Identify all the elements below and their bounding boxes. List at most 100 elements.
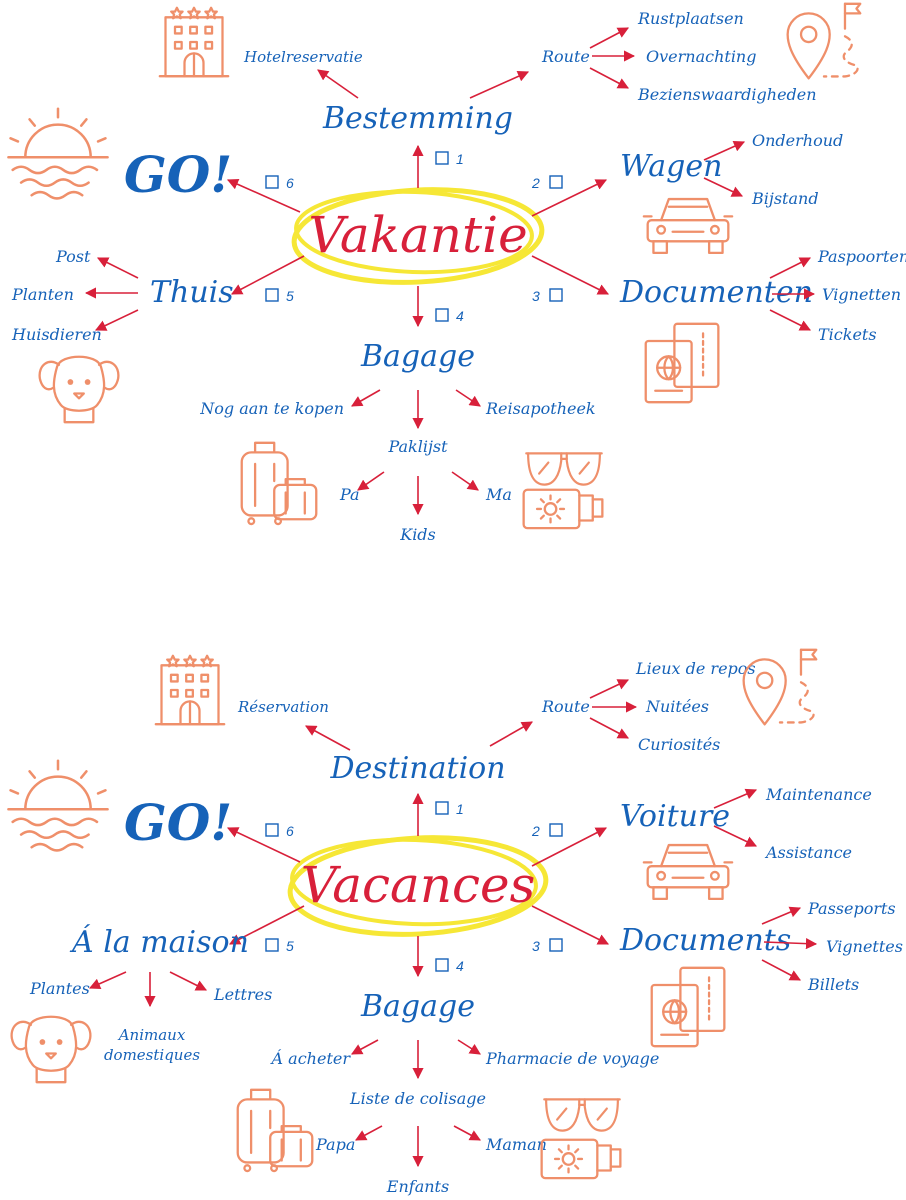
thuis-item: Planten [11,285,74,304]
mind-map-2: Vacances 1 2 3 4 5 6 GO! Destination Rés… [7,648,903,1196]
thuis-item: Huisdieren [11,325,102,344]
car-icon [642,843,734,901]
bagage-left: Á acheter [270,1048,352,1068]
svg-text:5: 5 [286,288,294,304]
svg-text:2: 2 [531,175,540,191]
sunset-icon [7,759,109,852]
center-highlight [291,187,545,285]
center-title: Vakantie [308,206,527,264]
map-route-icon [786,2,862,80]
maison-item: domestiques [104,1046,200,1064]
svg-text:4: 4 [456,308,464,324]
documenten-item: Vignetten [822,285,901,304]
bagage-title: Bagage [360,339,475,374]
paklijst-item: Ma [485,485,512,504]
paklijst-item: Kids [399,525,436,544]
hotel-icon [154,654,226,726]
go-title: GO! [124,145,232,204]
route-item: Curiosités [638,735,720,754]
luggage-icon [236,1088,314,1173]
voiture-item: Assistance [764,843,852,862]
arrows-center [226,792,610,978]
voiture-item: Maintenance [765,785,872,804]
dog-icon [38,355,120,424]
branch-maison: Á la maison Plantes Lettres Animaux dome… [29,924,272,1064]
destination-title: Destination [329,751,505,786]
svg-text:5: 5 [286,938,294,954]
documents-title: Documents [619,923,791,958]
branch-bagage: Bagage Á acheter Pharmacie de voyage Lis… [270,989,660,1196]
maison-item: Animaux [117,1026,186,1044]
route-label: Route [541,697,590,716]
mind-map-1: Vakantie 1 2 3 4 5 6 GO! Bestemming Hote… [7,2,906,544]
checkboxes: 1 2 3 4 5 6 [265,801,563,974]
sunset-icon [7,107,109,200]
paklijst-item: Pa [339,485,360,504]
branch-bestemming: Bestemming Hotelreservatie Route Rustpla… [243,9,817,136]
maison-item: Lettres [213,985,272,1004]
luggage-icon [240,441,318,526]
route-item: Lieux de repos [635,659,756,678]
checkboxes: 1 2 3 4 5 6 [265,151,563,324]
go-title: GO! [124,793,232,852]
thuis-item: Post [55,247,91,266]
bagage-right: Pharmacie de voyage [485,1049,659,1068]
documenten-item: Tickets [818,325,877,344]
documenten-item: Paspoorten [817,247,906,266]
svg-text:4: 4 [456,958,464,974]
route-label: Route [541,47,590,66]
bagage-title: Bagage [360,989,475,1024]
passport-icon [650,966,726,1048]
voiture-title: Voiture [620,799,730,834]
route-item: Rustplaatsen [637,9,744,28]
car-icon [642,197,734,255]
documents-item: Vignettes [826,937,903,956]
documenten-title: Documenten [619,275,813,310]
branch-documenten: Documenten Paspoorten Vignetten Tickets [619,247,906,344]
passport-icon [644,322,720,404]
sunscreen-icon [540,1138,622,1180]
svg-text:1: 1 [456,151,464,167]
arrows-center [226,144,610,328]
bagage-right: Reisapotheek [485,399,596,418]
hotel-label: Hotelreservatie [243,48,363,66]
route-item: Overnachting [646,47,756,66]
svg-text:1: 1 [456,801,464,817]
liste-item: Papa [315,1135,355,1154]
liste-item: Enfants [386,1177,449,1196]
svg-text:3: 3 [532,288,540,304]
bagage-left: Nog aan te kopen [199,399,344,418]
wagen-item: Bijstand [751,189,819,208]
branch-destination: Destination Réservation Route Lieux de r… [237,659,756,786]
map-route-icon [742,648,818,726]
branch-wagen: Wagen Onderhoud Bijstand [620,131,843,208]
sunglasses-icon [525,452,603,486]
branch-thuis: Thuis Post Planten Huisdieren [11,247,234,344]
maison-item: Plantes [29,979,90,998]
paklijst-label: Paklijst [387,437,448,456]
svg-text:3: 3 [532,938,540,954]
sunscreen-icon [522,488,604,530]
documents-item: Billets [807,975,859,994]
hotel-icon [158,6,230,78]
maison-title: Á la maison [69,924,249,960]
hotel-label: Réservation [237,698,329,716]
center-highlight [287,835,549,937]
branch-bagage: Bagage Nog aan te kopen Reisapotheek Pak… [199,339,595,544]
bestemming-title: Bestemming [322,101,513,136]
sunglasses-icon [543,1098,621,1132]
liste-item: Maman [485,1135,547,1154]
route-item: Nuitées [645,697,709,716]
liste-label: Liste de colisage [349,1089,486,1108]
thuis-title: Thuis [150,275,234,310]
branch-documents: Documents Passeports Vignettes Billets [619,899,903,994]
route-item: Bezienswaardigheden [637,85,817,104]
svg-text:6: 6 [286,175,294,191]
svg-text:2: 2 [531,823,540,839]
center-title: Vacances [301,856,536,914]
documents-item: Passeports [807,899,896,918]
svg-text:6: 6 [286,823,294,839]
wagen-item: Onderhoud [752,131,843,150]
branch-voiture: Voiture Maintenance Assistance [620,785,872,862]
